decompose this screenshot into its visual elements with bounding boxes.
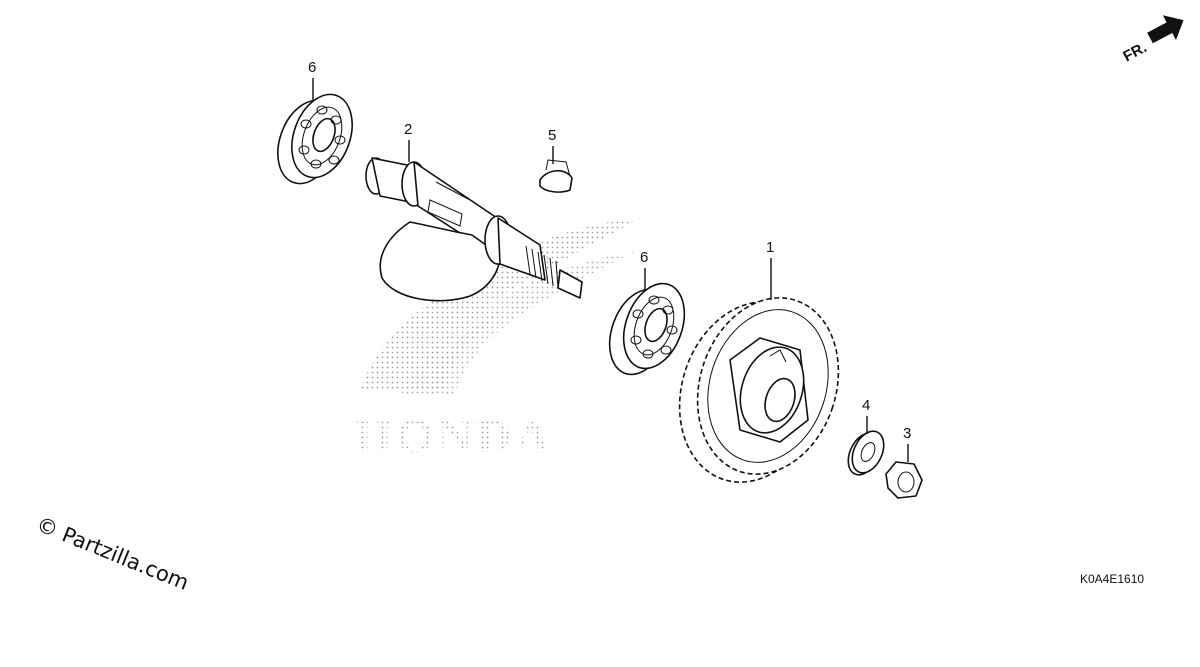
- callout-5: 5: [548, 127, 556, 164]
- callout-label: 3: [903, 425, 911, 442]
- direction-label: FR.: [1120, 39, 1149, 65]
- washer[interactable]: [842, 426, 890, 480]
- nut[interactable]: [885, 461, 923, 499]
- honda-wing-stripe: [400, 252, 635, 395]
- callout-label: 4: [862, 397, 870, 414]
- callout-6-upper: 6: [308, 59, 316, 100]
- callout-6-lower: 6: [640, 249, 648, 290]
- callout-label: 2: [404, 121, 412, 138]
- callout-label: 5: [548, 127, 556, 144]
- callout-2: 2: [404, 121, 412, 162]
- balancer-gear[interactable]: [657, 279, 860, 501]
- callout-label: 1: [766, 239, 774, 256]
- bearing-upper[interactable]: [267, 86, 363, 192]
- balancer-shaft[interactable]: [365, 157, 583, 302]
- woodruff-key[interactable]: [539, 159, 573, 193]
- callout-1: 1: [766, 239, 774, 300]
- callout-4: 4: [862, 397, 870, 434]
- callout-label: 6: [308, 59, 316, 76]
- front-direction-indicator: FR.: [1120, 15, 1184, 65]
- honda-wordmark: HONDA: [355, 410, 554, 463]
- callout-label: 6: [640, 249, 648, 266]
- parts-diagram: HONDA: [267, 15, 1184, 501]
- bearing-lower[interactable]: [599, 275, 696, 383]
- callout-3: 3: [903, 425, 911, 462]
- honda-wing-logo: [360, 218, 640, 392]
- honda-watermark: HONDA: [355, 218, 640, 463]
- arrow-right-icon: [1147, 15, 1184, 44]
- diagram-code: K0A4E1610: [1080, 572, 1145, 586]
